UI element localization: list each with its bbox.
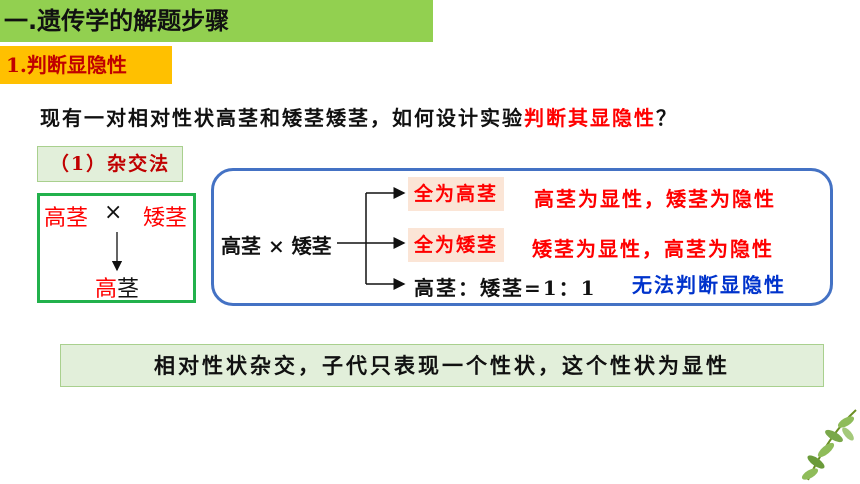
leaf-decoration-icon <box>801 409 857 481</box>
conclusion-banner: 相对性状杂交，子代只表现一个性状，这个性状为显性 <box>60 344 824 387</box>
section-heading: 1.判断显隐性 <box>0 46 172 84</box>
result-2-outcome: 全为矮茎 <box>408 228 505 262</box>
question-highlight: 判断其显隐性 <box>524 106 656 130</box>
offspring-char-2: 茎 <box>117 277 140 302</box>
offspring-char-1: 高 <box>95 277 118 302</box>
question-text: 现有一对相对性状高茎和矮茎矮茎，如何设计实验判断其显隐性？ <box>40 102 678 131</box>
method-label: （1）杂交法 <box>37 146 183 182</box>
result-2-conclusion: 矮茎为显性，高茎为隐性 <box>532 237 774 261</box>
question-suffix: ？ <box>656 106 678 130</box>
result-1-outcome: 全为高茎 <box>408 177 505 211</box>
slide-title: 一.遗传学的解题步骤 <box>0 0 433 42</box>
cross-diagram-box <box>37 193 196 303</box>
result-3-conclusion: 无法判断显隐性 <box>632 273 786 297</box>
cross-parent-1: 高茎 <box>44 206 89 231</box>
result-1-conclusion: 高茎为显性，矮茎为隐性 <box>534 187 776 211</box>
result-3-outcome: 高茎：矮茎=1：1 <box>414 276 597 300</box>
cross-offspring: 高茎 <box>95 271 139 303</box>
experiment-box <box>211 168 833 306</box>
cross-parent-2: 矮茎 <box>143 206 188 231</box>
experiment-parents: 高茎 × 矮茎 <box>221 234 332 258</box>
question-prefix: 现有一对相对性状高茎和矮茎矮茎，如何设计实验 <box>40 106 524 130</box>
cross-symbol: × <box>104 200 123 225</box>
